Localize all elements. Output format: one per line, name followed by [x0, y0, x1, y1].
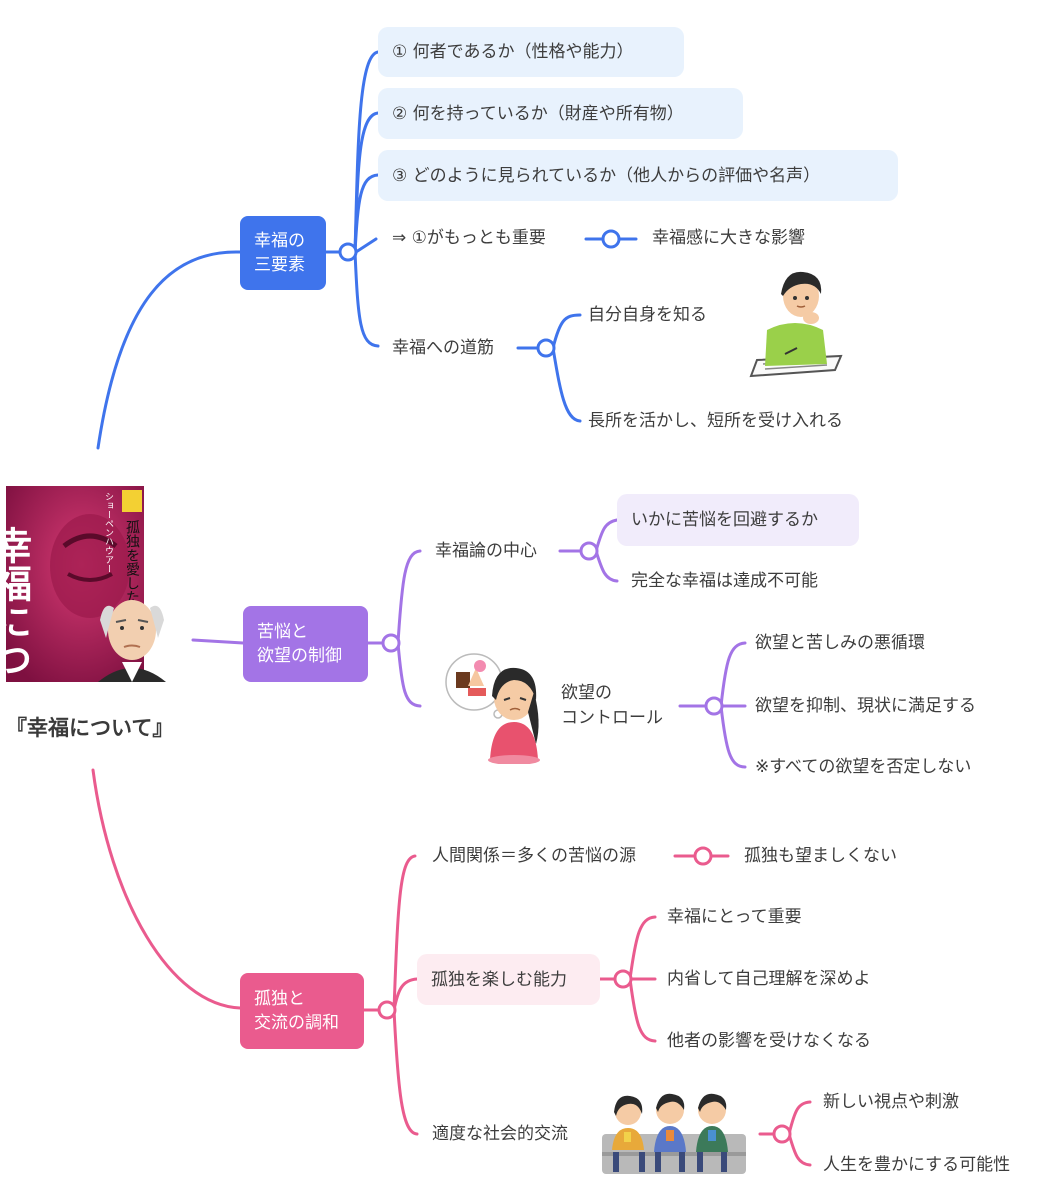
item-most-important[interactable]: ⇒ ①がもっとも重要 [392, 228, 546, 248]
item-what-you-have[interactable]: ② 何を持っているか（財産や所有物） [378, 88, 743, 139]
book-cover-title: 幸福について [4, 526, 33, 696]
joint-b2-control [704, 696, 724, 716]
philosopher-portrait [98, 600, 166, 682]
item-how-you-are-seen[interactable]: ③ どのように見られているか（他人からの評価や名声） [378, 150, 898, 201]
item-path-to-happiness[interactable]: 幸福への道筋 [392, 338, 494, 358]
item-enjoy-solitude[interactable]: 孤独を楽しむ能力 [417, 954, 600, 1005]
joint-b1-path [536, 338, 556, 358]
connector-group-b2 [366, 518, 747, 769]
item-solitude-not-ideal[interactable]: 孤独も望ましくない [744, 846, 897, 866]
book-cover-author: ショーペンハウアー [103, 492, 114, 573]
item-big-influence[interactable]: 幸福感に大きな影響 [652, 228, 805, 248]
joint-b3-social [772, 1124, 792, 1144]
connector-group-b1 [323, 50, 638, 423]
item-perfect-happiness-impossible[interactable]: 完全な幸福は達成不可能 [631, 571, 818, 591]
connector-center-b2 [191, 638, 245, 645]
joint-b2 [381, 633, 401, 653]
book-cover-subtitle: 孤独を愛した [124, 520, 140, 604]
girl-desire-illustration [445, 653, 540, 764]
joint-b3-ability [613, 969, 633, 989]
joint-b1 [338, 242, 358, 262]
item-who-you-are[interactable]: ① 何者であるか（性格や能力） [378, 27, 684, 77]
item-important-for-happiness[interactable]: 幸福にとって重要 [667, 907, 802, 927]
book-cover-illustration: 幸福について 孤独を愛した ショーペンハウアー [4, 486, 166, 696]
branch-happiness-elements[interactable]: 幸福の 三要素 [240, 216, 326, 290]
item-avoid-suffering[interactable]: いかに苦悩を回避するか [617, 494, 859, 546]
item-accept-strengths[interactable]: 長所を活かし、短所を受け入れる [588, 411, 843, 431]
item-relationships-source[interactable]: 人間関係＝多くの苦悩の源 [432, 846, 636, 866]
item-free-from-influence[interactable]: 他者の影響を受けなくなる [667, 1031, 871, 1051]
item-new-perspectives[interactable]: 新しい視点や刺激 [823, 1092, 959, 1112]
item-core-of-happiness[interactable]: 幸福論の中心 [435, 541, 537, 561]
item-enrich-life[interactable]: 人生を豊かにする可能性 [823, 1155, 1011, 1175]
joint-b3-relation [693, 846, 713, 866]
item-moderate-social[interactable]: 適度な社会的交流 [432, 1124, 568, 1144]
item-suppress-desire[interactable]: 欲望を抑制、現状に満足する [755, 696, 976, 716]
branch-solitude-social[interactable]: 孤独と 交流の調和 [240, 973, 364, 1049]
joint-b2-core [579, 541, 599, 561]
connector-center-b3 [91, 768, 242, 1010]
center-title: 『幸福について』 [6, 716, 174, 740]
item-know-yourself[interactable]: 自分自身を知る [588, 305, 707, 325]
friends-bench-illustration [602, 1093, 746, 1174]
item-not-deny-all[interactable]: ※すべての欲望を否定しない [755, 757, 972, 777]
joint-b3 [377, 1000, 397, 1020]
item-control-desire[interactable]: 欲望の コントロール [561, 683, 663, 728]
item-vicious-cycle[interactable]: 欲望と苦しみの悪循環 [755, 633, 925, 653]
connector-center-b1 [96, 250, 242, 450]
item-introspection[interactable]: 内省して自己理解を深めよ [667, 969, 871, 989]
joint-b1-important [601, 229, 621, 249]
thinking-man-illustration [749, 271, 843, 378]
branch-suffering-desire[interactable]: 苦悩と 欲望の制御 [243, 606, 368, 682]
